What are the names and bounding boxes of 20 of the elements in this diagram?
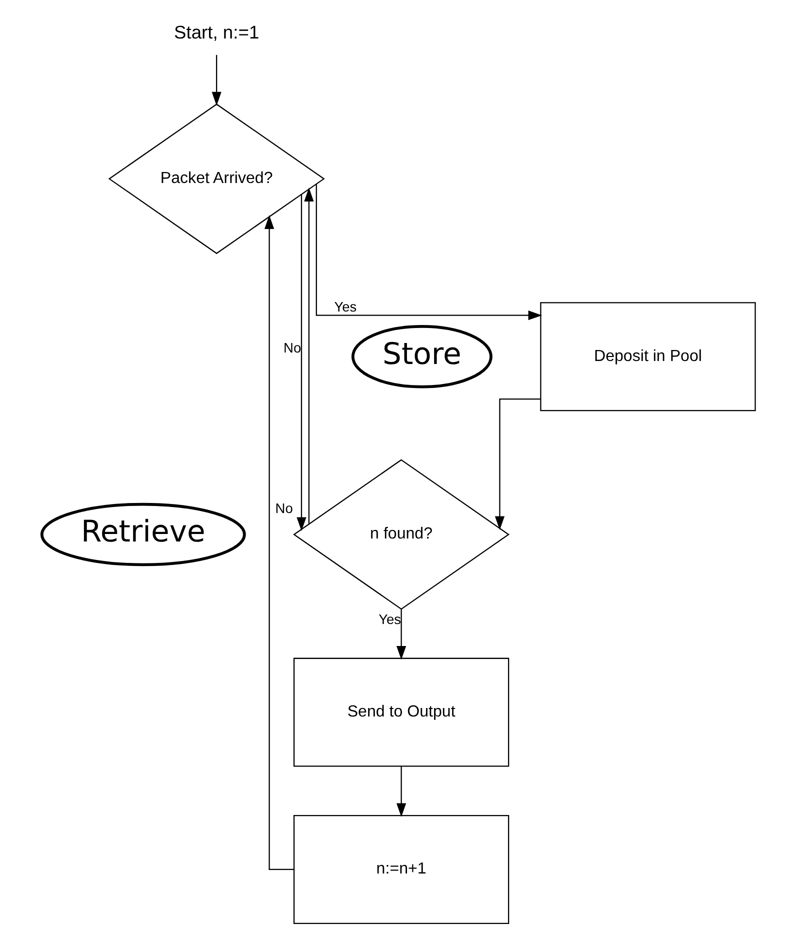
arrow [396, 766, 406, 817]
arrow [396, 608, 406, 660]
edge-label: No [283, 340, 301, 355]
arrow [296, 194, 306, 530]
node-ellipse: Store [350, 324, 492, 388]
arrow [304, 187, 314, 524]
edge-label: Yes [334, 298, 356, 314]
arrow [264, 214, 294, 870]
node-box: n:=n+1 [292, 814, 509, 924]
node-diamond: n found? [292, 458, 510, 610]
arrow [494, 398, 540, 530]
node-diamond: Packet Arrived? [108, 103, 324, 254]
node-box: Send to Output [292, 657, 509, 766]
node-ellipse: Retrieve [40, 502, 246, 566]
node-box: Deposit in Pool [540, 302, 756, 411]
arrow [211, 54, 221, 106]
edge-label: No [274, 500, 292, 516]
edge-label: Yes [378, 612, 401, 627]
node-text: Start, n:=1 [174, 21, 259, 42]
arrow [315, 184, 542, 320]
